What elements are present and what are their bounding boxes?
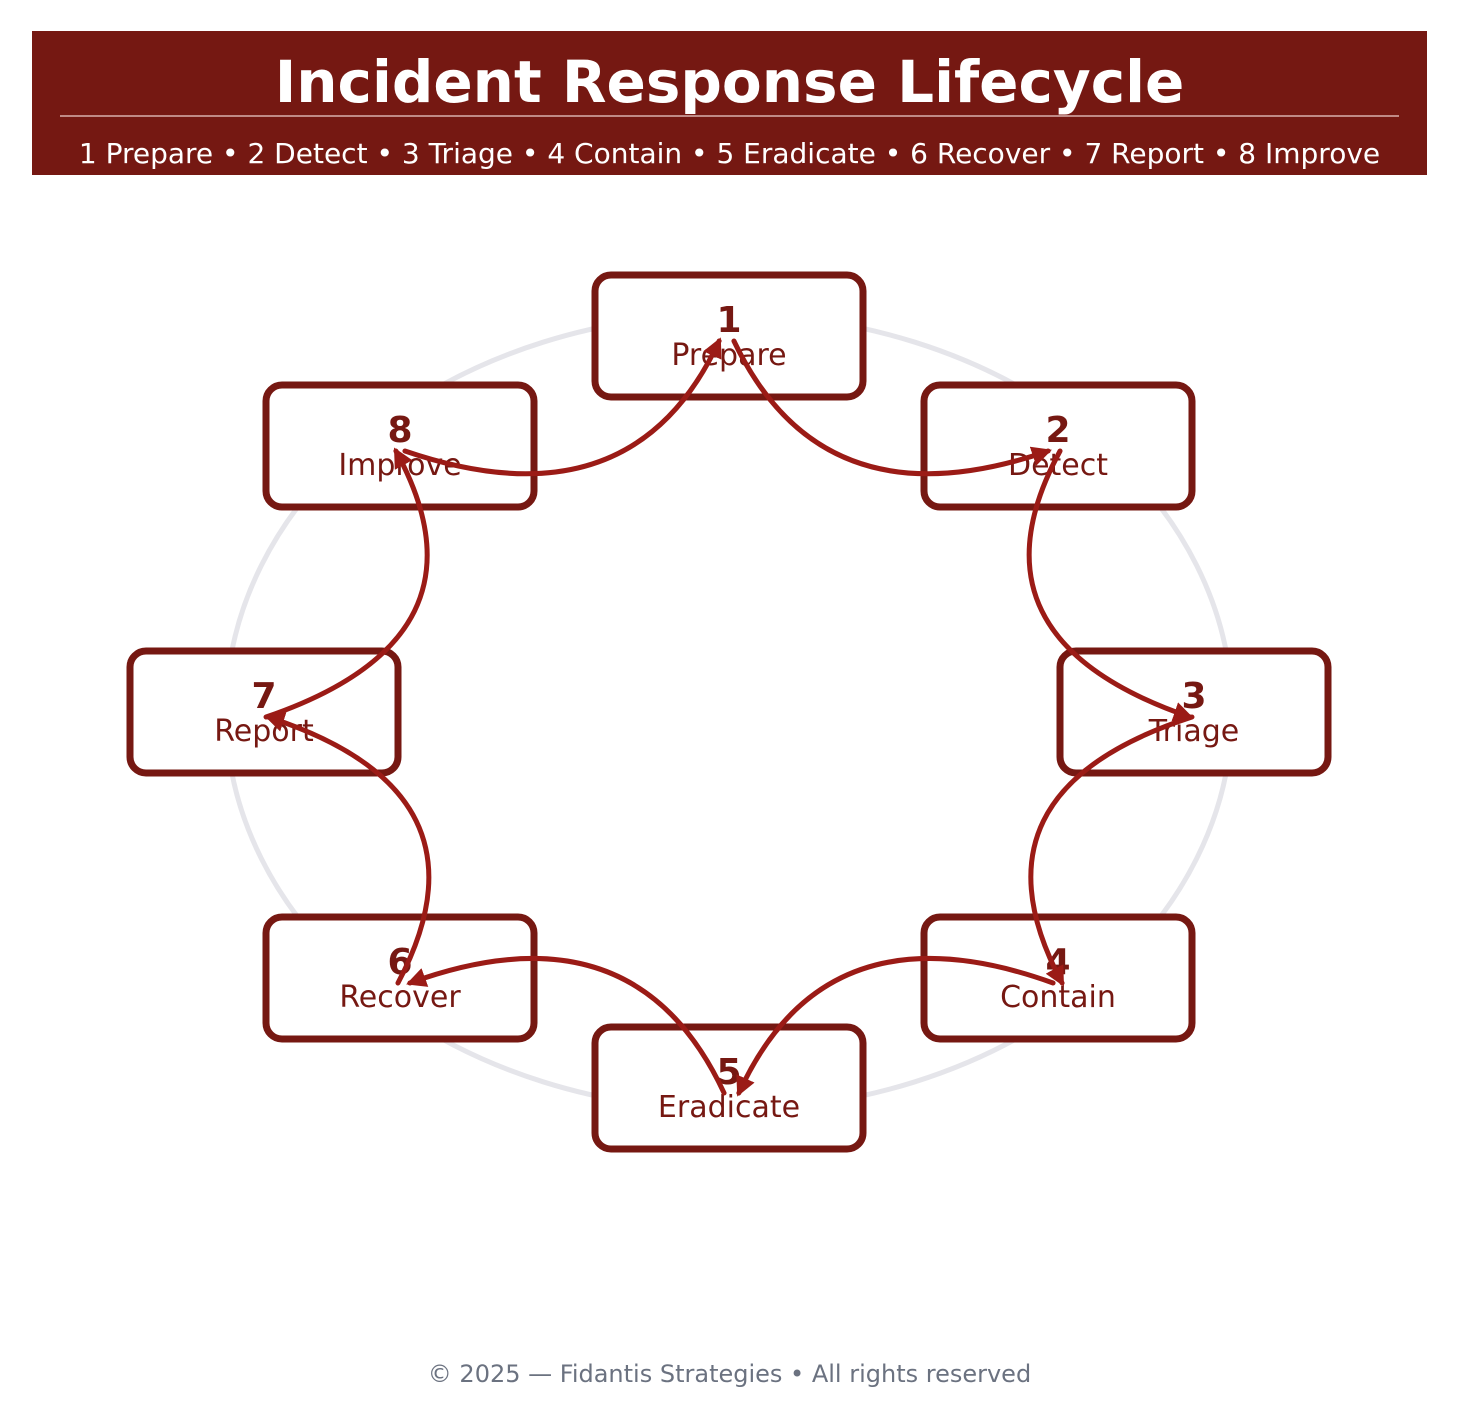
node-box bbox=[262, 381, 538, 511]
header-banner: Incident Response Lifecycle 1 Prepare • … bbox=[32, 31, 1427, 175]
page-title: Incident Response Lifecycle bbox=[274, 48, 1185, 116]
arrow-4-to-5 bbox=[736, 956, 1056, 1097]
stage-label: Eradicate bbox=[658, 1090, 800, 1125]
stage-label: Report bbox=[214, 714, 314, 749]
stage-number: 7 bbox=[251, 676, 276, 717]
footer-copyright: © 2025 — Fidantis Strategies • All right… bbox=[427, 1360, 1032, 1388]
arrow-2-to-3 bbox=[1026, 448, 1194, 722]
arrow-3-to-4 bbox=[1028, 714, 1195, 987]
arrow-8-to-1 bbox=[402, 337, 722, 477]
stage-label: Contain bbox=[1000, 980, 1116, 1015]
page-subtitle: 1 Prepare • 2 Detect • 3 Triage • 4 Cont… bbox=[78, 137, 1381, 170]
node-box bbox=[591, 1023, 867, 1153]
arrow-7-to-8 bbox=[263, 447, 430, 720]
stage-label: Prepare bbox=[671, 338, 786, 373]
stage-number: 2 bbox=[1045, 410, 1070, 451]
stage-label: Triage bbox=[1148, 714, 1239, 749]
stage-number: 1 bbox=[716, 300, 741, 341]
arrow-6-to-7 bbox=[264, 712, 432, 986]
node-box bbox=[920, 381, 1196, 511]
header-divider bbox=[60, 115, 1399, 117]
arrow-5-to-6 bbox=[406, 956, 727, 1096]
stage-label: Improve bbox=[338, 448, 461, 483]
stage-number: 8 bbox=[387, 410, 412, 451]
stage-label: Recover bbox=[339, 980, 461, 1015]
stage-number: 3 bbox=[1181, 676, 1206, 717]
arrow-1-to-2 bbox=[731, 338, 1052, 477]
node-box bbox=[591, 271, 867, 401]
